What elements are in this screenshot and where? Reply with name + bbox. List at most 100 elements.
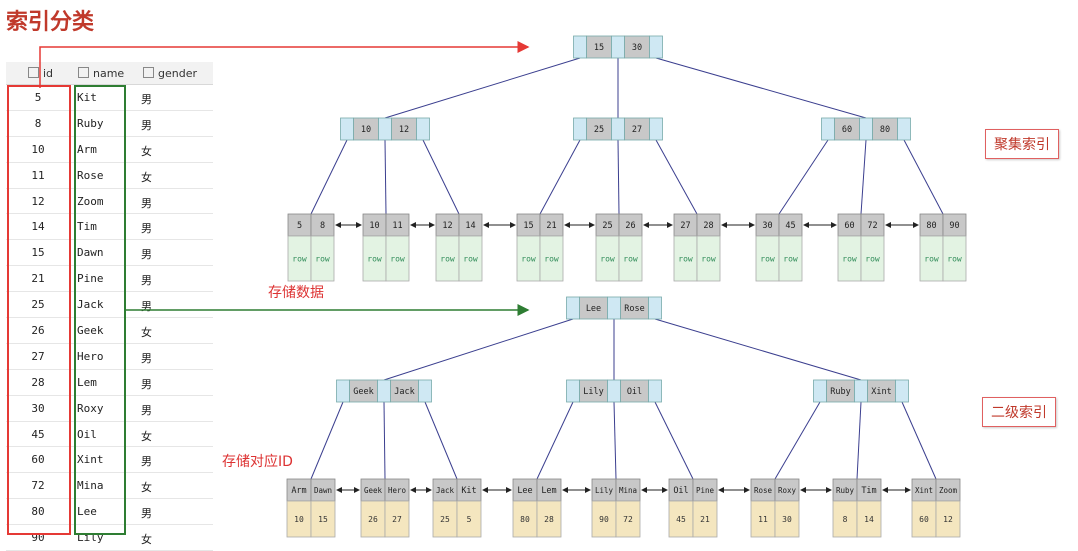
secondary-leaf-node: [668, 478, 718, 538]
tree-edge: [384, 57, 581, 119]
cell-name: Lem: [77, 375, 97, 389]
clustered-pointer-arrow: [39, 41, 530, 88]
leaf-value-cell: [668, 500, 694, 538]
leaf-value-cell: [615, 500, 641, 538]
leaf-key-label: Tim: [861, 486, 876, 496]
column-header-name[interactable]: name: [78, 67, 124, 80]
leaf-value-label: row: [842, 255, 857, 264]
leaf-value-label: 12: [943, 515, 953, 524]
node-pointer-cell: [859, 117, 873, 141]
cell-id: 8: [34, 116, 42, 130]
node-pointer-cell: [813, 379, 827, 403]
cell-gender: 男: [141, 403, 152, 417]
leaf-key-label: Geek: [364, 486, 383, 495]
leaf-value-label: row: [521, 255, 536, 264]
leaf-key-label: Hero: [388, 486, 407, 495]
leaf-value-label: 72: [623, 515, 633, 524]
table-row[interactable]: 30 Roxy 男: [6, 396, 213, 422]
node-key-label: 12: [399, 125, 409, 135]
node-key-label: 10: [361, 125, 371, 135]
node-pointer-cell: [821, 117, 835, 141]
leaf-key-label: Pine: [696, 486, 715, 495]
cell-id: 30: [31, 401, 45, 415]
cell-id: 21: [31, 272, 45, 286]
leaf-value-cell: [860, 235, 885, 282]
leaf-value-label: row: [315, 255, 330, 264]
tree-edge: [778, 139, 829, 215]
cell-name: Hero: [77, 349, 104, 363]
leaf-value-cell: [385, 235, 410, 282]
clustered-root-node: [573, 35, 663, 59]
cell-id: 12: [31, 194, 45, 208]
cell-gender: 男: [141, 274, 152, 288]
cell-id: 11: [31, 168, 45, 182]
tree-edge: [901, 401, 937, 480]
cell-name: Rose: [77, 168, 104, 182]
leaf-value-label: 5: [467, 515, 472, 524]
column-header-id[interactable]: id: [28, 67, 53, 80]
leaf-key-label: Dawn: [314, 486, 332, 495]
leaf-value-label: 11: [758, 515, 768, 524]
leaf-key-label: 25: [602, 221, 612, 231]
leaf-value-cell: [856, 500, 882, 538]
cell-gender: 男: [141, 118, 152, 132]
leaf-key-label: 5: [297, 221, 302, 231]
column-header-gender[interactable]: gender: [143, 67, 197, 80]
cell-id: 26: [31, 324, 45, 338]
node-key-label: Xint: [871, 387, 891, 397]
leaf-value-label: 21: [700, 515, 710, 524]
secondary-internal-node: [336, 379, 432, 403]
leaf-value-cell: [432, 500, 458, 538]
cell-id: 80: [31, 505, 45, 519]
leaf-key-label: 14: [465, 221, 475, 231]
tree-edge: [617, 139, 620, 215]
leaf-value-cell: [692, 500, 718, 538]
leaf-key-label: Ruby: [836, 486, 855, 495]
leaf-value-label: row: [678, 255, 693, 264]
leaf-key-label: 27: [680, 221, 690, 231]
node-key-label: 80: [880, 125, 890, 135]
clustered-leaf-node: [837, 213, 885, 282]
leaf-key-label: Roxy: [778, 486, 797, 495]
leaf-value-cell: [911, 500, 937, 538]
node-pointer-cell: [897, 117, 911, 141]
cell-gender: 女: [141, 429, 152, 443]
leaf-value-cell: [456, 500, 482, 538]
cell-name: Oil: [77, 427, 97, 441]
leaf-value-label: row: [760, 255, 775, 264]
cell-name: Roxy: [77, 401, 104, 415]
tree-edge: [654, 401, 694, 480]
tree-edge: [613, 401, 617, 480]
leaf-key-label: 30: [762, 221, 772, 231]
cell-gender: 男: [141, 248, 152, 262]
store-data-label: 存储数据: [268, 285, 324, 301]
leaf-key-label: Oil: [673, 486, 688, 496]
cell-gender: 男: [141, 222, 152, 236]
tree-edge: [424, 401, 458, 480]
node-pointer-cell: [648, 296, 662, 320]
cell-gender: 女: [141, 326, 152, 340]
leaf-key-label: 15: [523, 221, 533, 231]
cell-id: 28: [31, 375, 45, 389]
tree-edge: [774, 401, 821, 480]
node-pointer-cell: [611, 35, 625, 59]
node-key-label: Geek: [353, 387, 373, 397]
